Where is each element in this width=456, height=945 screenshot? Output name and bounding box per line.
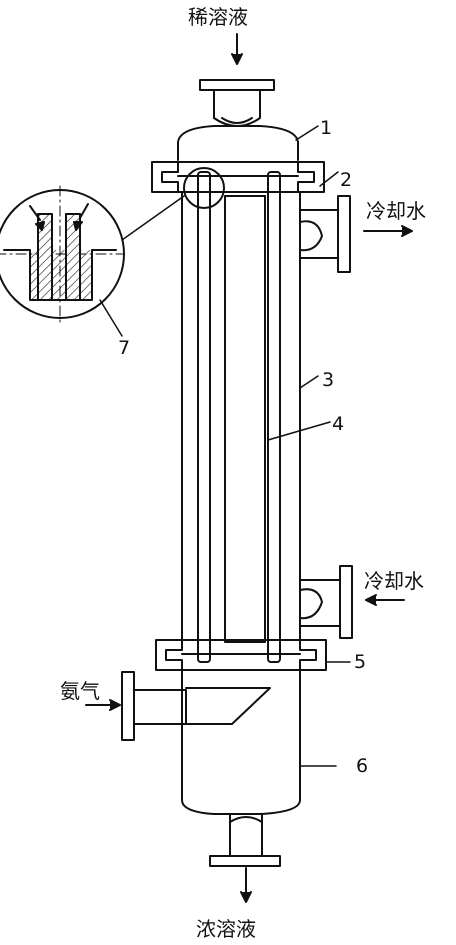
cooling-water-out-label: 冷却水 [366, 199, 426, 223]
detail-inset [0, 185, 125, 323]
inlet-arrow-top [231, 33, 243, 65]
part-number-7: 7 [118, 337, 130, 359]
detail-reference-circle [183, 167, 225, 209]
part-number-4: 4 [332, 413, 344, 435]
bottom-flange [155, 639, 327, 671]
ammonia-gas-label: 氨气 [60, 679, 100, 703]
top-nozzle [199, 79, 275, 127]
top-head [177, 125, 299, 161]
part-number-1: 1 [320, 117, 332, 139]
cooling-water-inlet-nozzle [299, 565, 405, 639]
outlet-label-bottom: 浓溶液 [196, 917, 256, 941]
top-flange [151, 161, 325, 193]
shell [181, 191, 301, 641]
bottom-nozzle [209, 813, 281, 903]
part-number-3: 3 [322, 369, 334, 391]
separator-vessel [181, 669, 301, 815]
cooling-water-outlet-nozzle [299, 195, 413, 273]
inlet-label-top: 稀溶液 [188, 5, 248, 29]
cooling-water-in-label: 冷却水 [364, 569, 424, 593]
part-number-5: 5 [354, 651, 366, 673]
part-number-6: 6 [356, 755, 368, 777]
tube-bundle [197, 171, 281, 663]
part-number-2: 2 [340, 169, 352, 191]
ammonia-inlet-nozzle [85, 671, 187, 741]
leader-lines [99, 125, 351, 767]
